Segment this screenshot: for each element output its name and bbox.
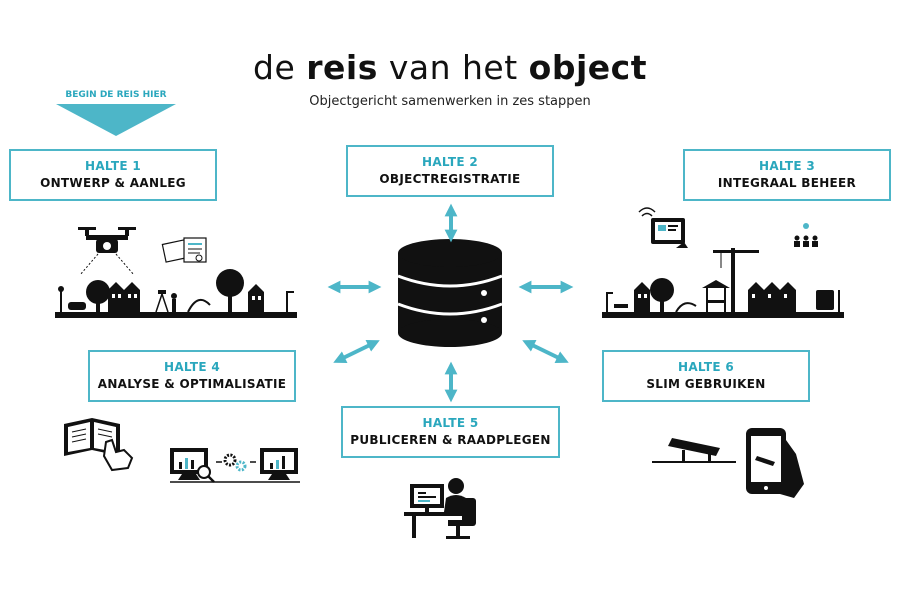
monitor-chart-icon <box>170 448 300 483</box>
person-at-computer-icon <box>404 478 476 539</box>
halte-name: ONTWERP & AANLEG <box>40 176 186 190</box>
title-part-bold: object <box>528 48 647 87</box>
tablet-icon <box>638 207 688 248</box>
halte-number: HALTE 2 <box>421 155 478 169</box>
connector-arrows <box>327 203 574 403</box>
city-skyline-icon <box>55 269 297 318</box>
smartphone-hand-icon <box>746 428 804 498</box>
start-label: BEGIN DE REIS HIER <box>65 90 167 100</box>
people-icon <box>794 223 818 247</box>
title-part-bold: reis <box>306 48 378 87</box>
halte-3-box: HALTE 3 INTEGRAAL BEHEER <box>683 149 891 201</box>
halte-number: HALTE 4 <box>163 360 220 374</box>
halte-number: HALTE 1 <box>84 159 141 173</box>
page-title: de reis van het object <box>0 48 900 87</box>
halte-4-box: HALTE 4 ANALYSE & OPTIMALISATIE <box>88 350 296 402</box>
halte-name: PUBLICEREN & RAADPLEGEN <box>350 433 551 447</box>
halte-number: HALTE 3 <box>758 159 815 173</box>
halte-5-box: HALTE 5 PUBLICEREN & RAADPLEGEN <box>341 406 560 458</box>
title-part: de <box>253 48 307 87</box>
page-subtitle: Objectgericht samenwerken in zes stappen <box>309 94 591 109</box>
crane-icon <box>713 248 759 312</box>
halte-name: SLIM GEBRUIKEN <box>646 377 766 391</box>
halte-name: INTEGRAAL BEHEER <box>717 176 857 190</box>
gears-icon <box>223 453 247 472</box>
halte-name: ANALYSE & OPTIMALISATIE <box>97 377 287 391</box>
halte-2-box: HALTE 2 OBJECTREGISTRATIE <box>346 145 554 197</box>
halte-6-box: HALTE 6 SLIM GEBRUIKEN <box>602 350 810 402</box>
title-part: van het <box>377 48 529 87</box>
drone-icon <box>78 227 136 276</box>
database-icon <box>397 239 503 347</box>
halte-name: OBJECTREGISTRATIE <box>379 172 521 186</box>
halte-1-box: HALTE 1 ONTWERP & AANLEG <box>9 149 217 201</box>
city-skyline-icon <box>602 278 844 318</box>
documents-icon <box>161 237 207 263</box>
book-hand-icon <box>64 418 134 472</box>
halte-number: HALTE 6 <box>677 360 734 374</box>
start-arrow-icon <box>56 104 176 136</box>
halte-number: HALTE 5 <box>422 416 479 430</box>
bench-icon <box>652 438 736 463</box>
